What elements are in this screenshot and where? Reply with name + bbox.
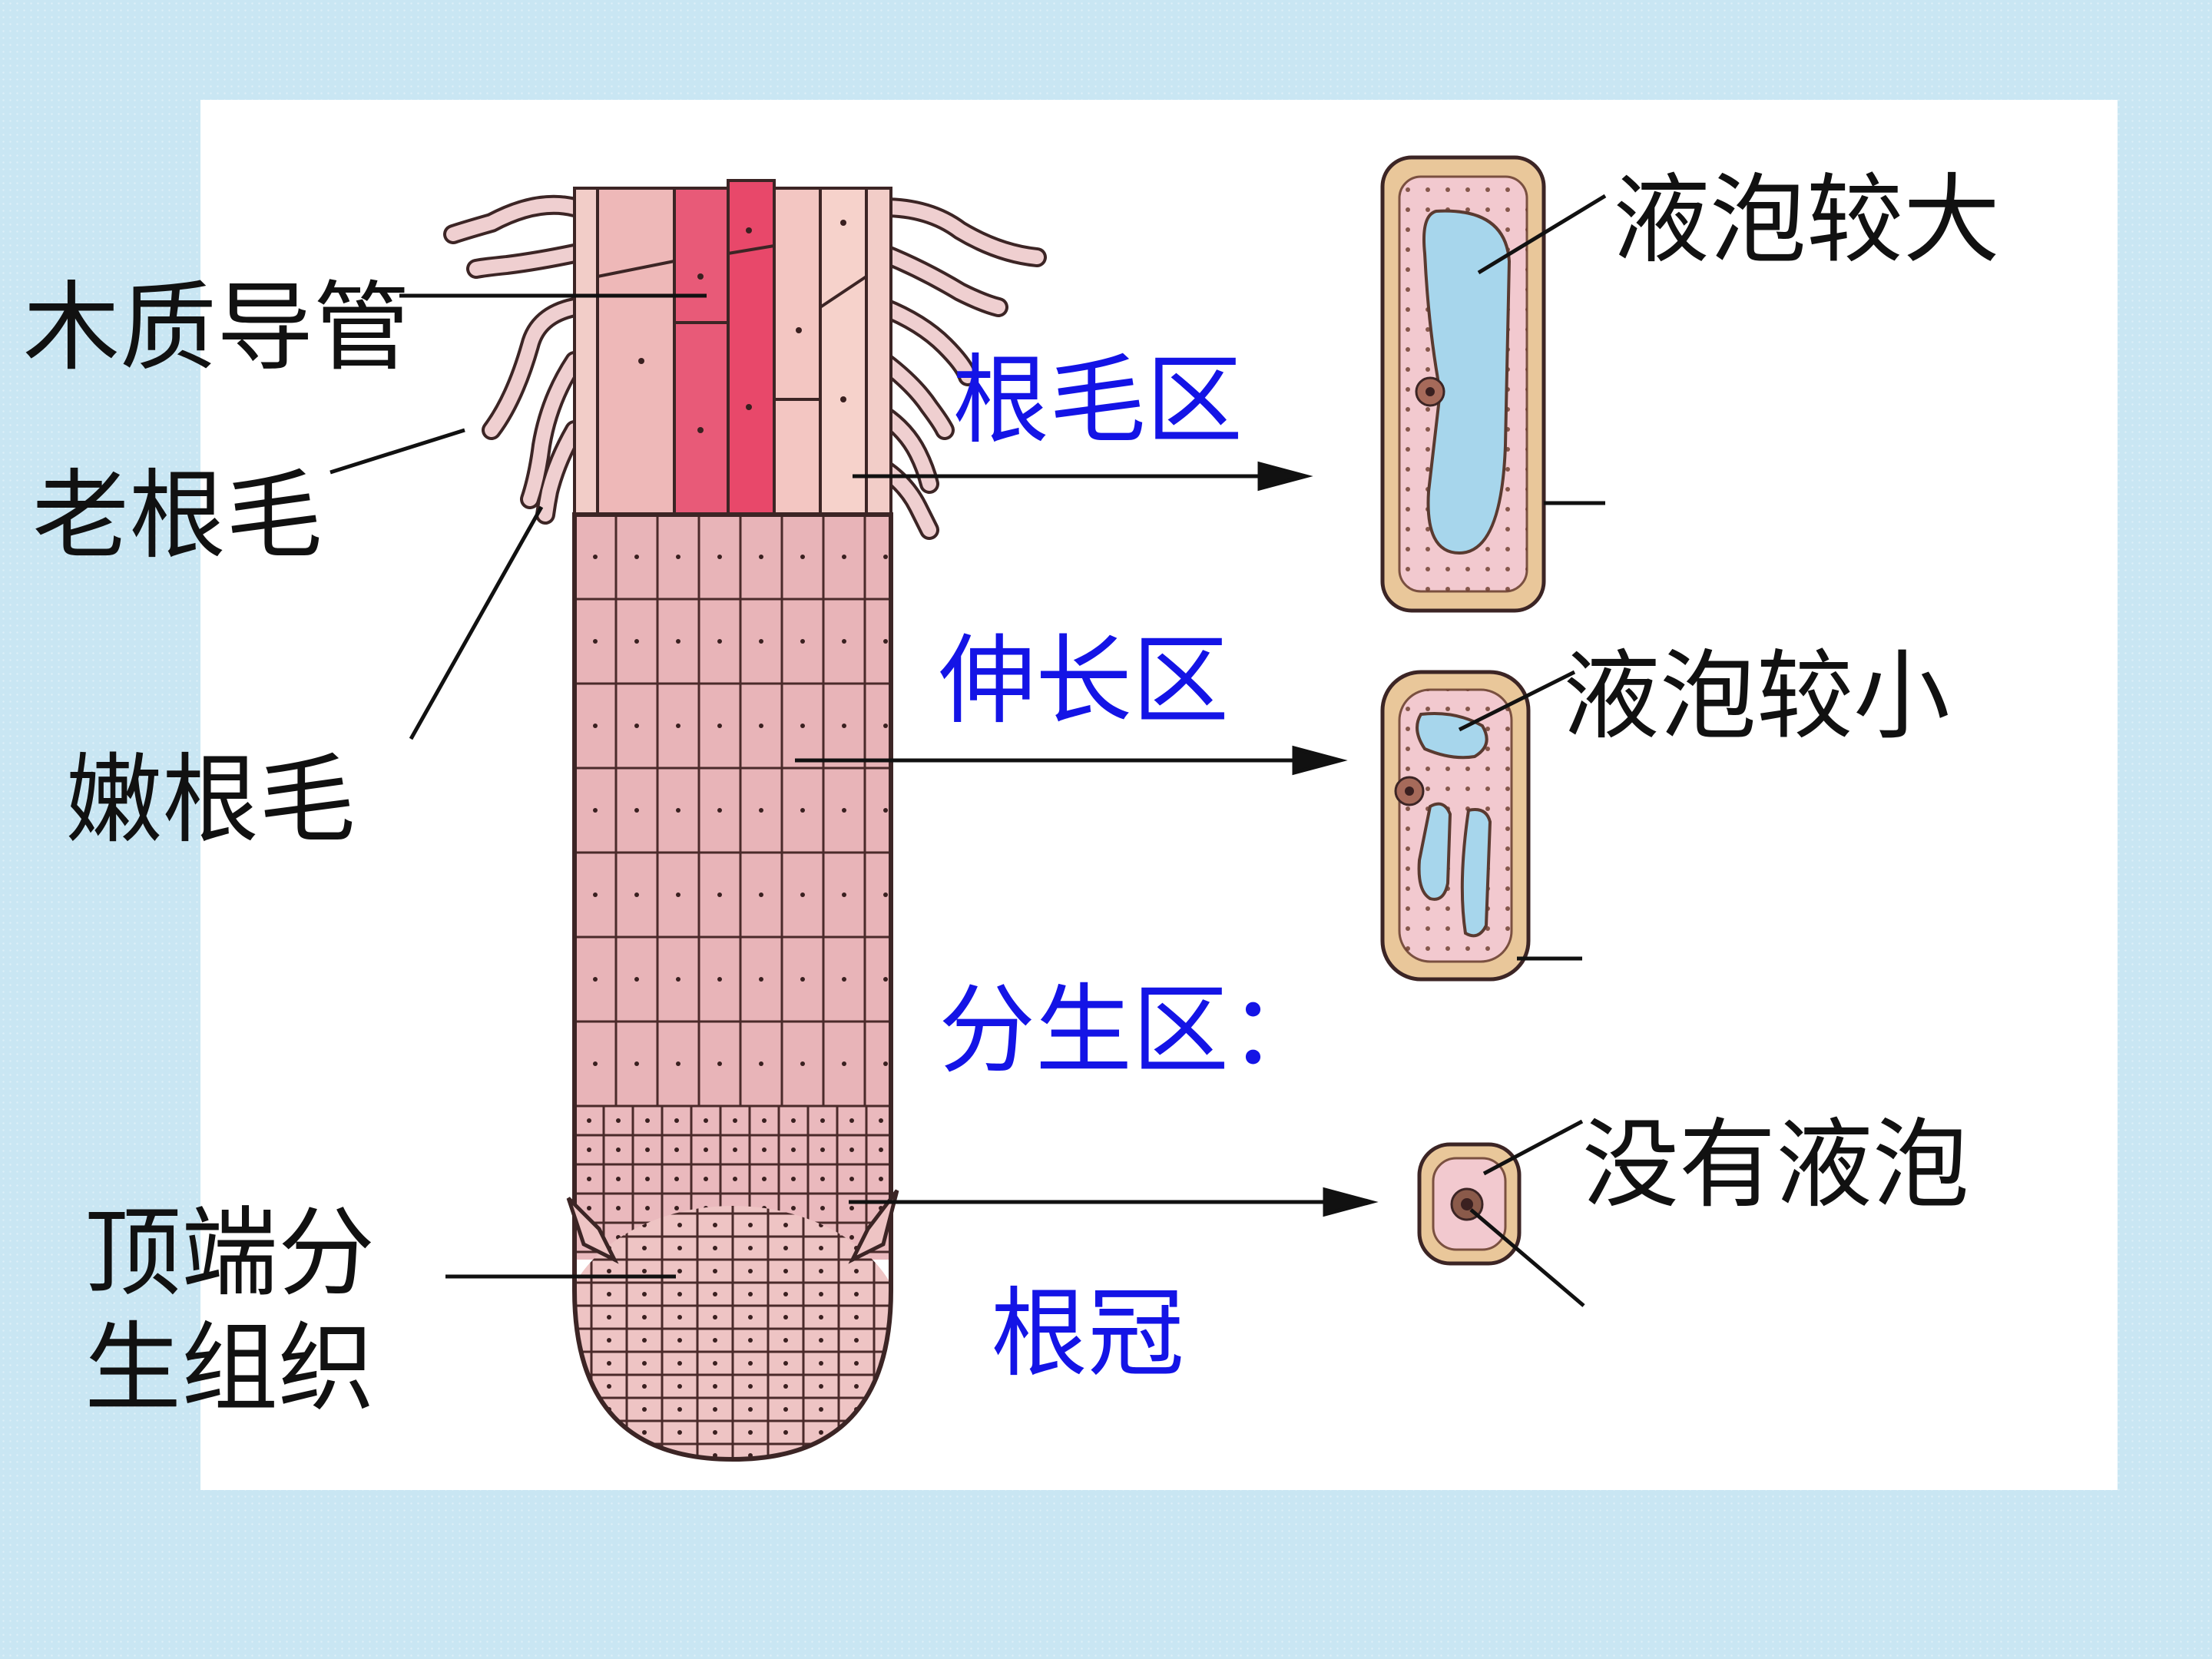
label-apical-meristem-line1: 顶端分 [84, 1198, 375, 1310]
label-root-hair-zone: 根毛区 [952, 346, 1243, 457]
label-xylem: 木质导管 [23, 273, 410, 384]
label-apical-meristem-line2: 生组织 [84, 1313, 375, 1425]
label-no-vacuole: 没有液泡 [1582, 1110, 1969, 1221]
label-vacuole-large: 液泡较大 [1613, 165, 2000, 276]
cell-small-vacuoles [1382, 672, 1528, 979]
label-meristem-zone: 分生区： [939, 975, 1326, 1087]
label-vacuole-small: 液泡较小 [1563, 641, 1950, 753]
label-young-root-hair: 嫩根毛 [65, 745, 356, 856]
root-hair-zone-tissue [575, 180, 891, 518]
cell-large-vacuole [1382, 157, 1544, 611]
label-root-cap: 根冠 [991, 1279, 1184, 1390]
label-elongation-zone: 伸长区 [939, 626, 1229, 737]
root-body [560, 515, 906, 1467]
old-root-hairs-left-fill [453, 205, 575, 515]
label-old-root-hair: 老根毛 [32, 461, 323, 572]
